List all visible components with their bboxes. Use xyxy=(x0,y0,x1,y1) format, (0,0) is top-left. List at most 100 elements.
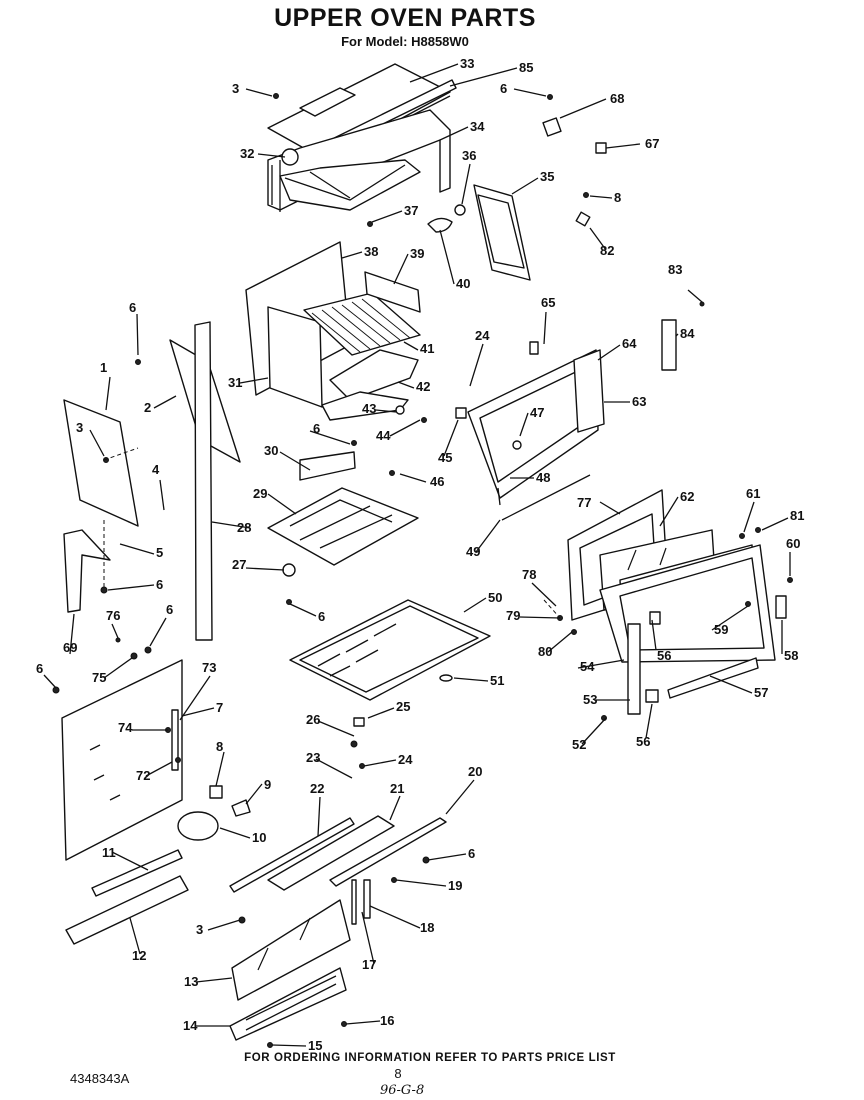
callout-67: 67 xyxy=(645,136,659,151)
callout-29: 29 xyxy=(253,486,267,501)
callout-30: 30 xyxy=(264,443,278,458)
upper-right-small-parts xyxy=(273,93,607,281)
callout-39: 39 xyxy=(410,246,424,261)
callout-17: 17 xyxy=(362,957,376,972)
callout-79: 79 xyxy=(506,608,520,623)
callout-4: 4 xyxy=(152,462,160,477)
callout-3: 3 xyxy=(76,420,83,435)
callout-62: 62 xyxy=(680,489,694,504)
callout-8: 8 xyxy=(216,739,223,754)
callout-84: 84 xyxy=(680,326,695,341)
callout-52: 52 xyxy=(572,737,586,752)
callout-6: 6 xyxy=(36,661,43,676)
callout-32: 32 xyxy=(240,146,254,161)
callout-6: 6 xyxy=(129,300,136,315)
callout-83: 83 xyxy=(668,262,682,277)
callout-57: 57 xyxy=(754,685,768,700)
callout-8: 8 xyxy=(614,190,621,205)
callout-19: 19 xyxy=(448,878,462,893)
callout-45: 45 xyxy=(438,450,452,465)
callout-6: 6 xyxy=(313,421,320,436)
callout-6: 6 xyxy=(156,577,163,592)
callout-34: 34 xyxy=(470,119,485,134)
callout-6: 6 xyxy=(500,81,507,96)
callout-20: 20 xyxy=(468,764,482,779)
model-subtitle: For Model: H8858W0 xyxy=(341,34,469,49)
callout-41: 41 xyxy=(420,341,434,356)
callout-58: 58 xyxy=(784,648,798,663)
callout-21: 21 xyxy=(390,781,404,796)
callout-44: 44 xyxy=(376,428,391,443)
callout-35: 35 xyxy=(540,169,554,184)
callout-80: 80 xyxy=(538,644,552,659)
callout-60: 60 xyxy=(786,536,800,551)
callout-85: 85 xyxy=(519,60,533,75)
callout-36: 36 xyxy=(462,148,476,163)
callout-1: 1 xyxy=(100,360,107,375)
callout-75: 75 xyxy=(92,670,106,685)
callout-14: 14 xyxy=(183,1018,198,1033)
callout-68: 68 xyxy=(610,91,624,106)
callout-15: 15 xyxy=(308,1038,322,1053)
callout-25: 25 xyxy=(396,699,410,714)
callout-73: 73 xyxy=(202,660,216,675)
oven-top-cover-assembly xyxy=(267,63,457,212)
callout-38: 38 xyxy=(364,244,378,259)
callout-50: 50 xyxy=(488,590,502,605)
handwritten-note: 96-G-8 xyxy=(380,1083,425,1098)
callout-61: 61 xyxy=(746,486,760,501)
oven-bottom-panel-50 xyxy=(289,599,491,701)
callout-42: 42 xyxy=(416,379,430,394)
callout-3: 3 xyxy=(196,922,203,937)
callout-9: 9 xyxy=(264,777,271,792)
callout-81: 81 xyxy=(790,508,804,523)
callout-12: 12 xyxy=(132,948,146,963)
callout-3: 3 xyxy=(232,81,239,96)
callout-6: 6 xyxy=(468,846,475,861)
callout-46: 46 xyxy=(430,474,444,489)
callout-22: 22 xyxy=(310,781,324,796)
callout-18: 18 xyxy=(420,920,434,935)
callout-63: 63 xyxy=(632,394,646,409)
callout-74: 74 xyxy=(118,720,133,735)
oven-door-panels xyxy=(543,301,793,721)
callout-24: 24 xyxy=(398,752,413,767)
callout-53: 53 xyxy=(583,692,597,707)
callout-6: 6 xyxy=(318,609,325,624)
callout-6: 6 xyxy=(166,602,173,617)
callout-77: 77 xyxy=(577,495,591,510)
oven-door-frame xyxy=(455,341,605,521)
oven-liner-assembly xyxy=(245,241,427,423)
callout-51: 51 xyxy=(490,673,504,688)
callout-43: 43 xyxy=(362,401,376,416)
callout-16: 16 xyxy=(380,1013,394,1028)
callout-72: 72 xyxy=(136,768,150,783)
callout-78: 78 xyxy=(522,567,536,582)
callout-23: 23 xyxy=(306,750,320,765)
bottom-assembly-29 xyxy=(267,440,419,605)
callout-26: 26 xyxy=(306,712,320,727)
callout-33: 33 xyxy=(460,56,474,71)
callout-5: 5 xyxy=(156,545,163,560)
rear-panel-assembly xyxy=(52,637,251,861)
callout-56: 56 xyxy=(636,734,650,749)
leader-lines xyxy=(43,63,791,1047)
callout-40: 40 xyxy=(456,276,470,291)
callout-31: 31 xyxy=(228,375,242,390)
lower-trim-parts xyxy=(65,717,447,1048)
callout-37: 37 xyxy=(404,203,418,218)
page-number: 8 xyxy=(394,1066,402,1081)
callout-47: 47 xyxy=(530,405,544,420)
document-number: 4348343A xyxy=(70,1071,130,1086)
callout-2: 2 xyxy=(144,400,151,415)
callout-76: 76 xyxy=(106,608,120,623)
left-side-panels xyxy=(63,321,241,641)
callout-49: 49 xyxy=(466,544,480,559)
callout-64: 64 xyxy=(622,336,637,351)
callout-48: 48 xyxy=(536,470,550,485)
callout-11: 11 xyxy=(102,845,116,860)
callout-13: 13 xyxy=(184,974,198,989)
callout-24: 24 xyxy=(475,328,490,343)
callout-7: 7 xyxy=(216,700,223,715)
